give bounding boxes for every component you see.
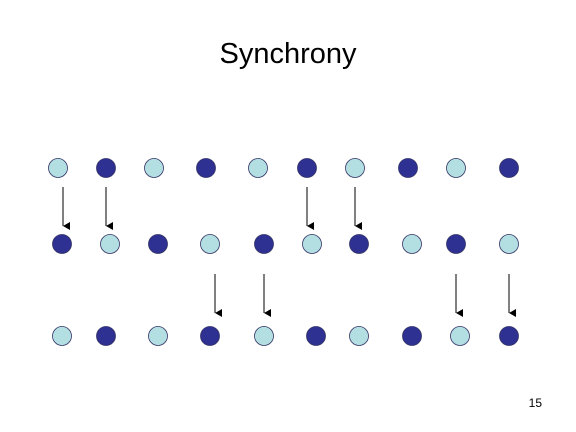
row-2-dark-circle-1 (52, 234, 72, 254)
row-2-light-circle-4 (200, 234, 220, 254)
row-3-light-circle-1 (52, 326, 72, 346)
row-2-dark-circle-7 (349, 234, 369, 254)
row-1-light-circle-3 (144, 158, 164, 178)
row-1-light-circle-7 (345, 158, 365, 178)
slide-title: Synchrony (219, 38, 357, 70)
row-2-dark-circle-5 (254, 234, 274, 254)
row-3-light-circle-5 (254, 326, 274, 346)
row-3-light-circle-7 (349, 326, 369, 346)
circle-layer (48, 158, 519, 346)
row-3-dark-circle-6 (306, 326, 326, 346)
arrow-layer (62, 187, 516, 317)
row-2-light-circle-8 (402, 234, 422, 254)
row-1-light-circle-5 (248, 158, 268, 178)
row-2-light-circle-6 (302, 234, 322, 254)
row-3-dark-circle-2 (96, 326, 116, 346)
row-1-dark-circle-6 (297, 158, 317, 178)
row-3-dark-circle-10 (499, 326, 519, 346)
row-1-dark-circle-4 (196, 158, 216, 178)
row-1-light-circle-9 (446, 158, 466, 178)
row-2-dark-circle-9 (446, 234, 466, 254)
row-2-light-circle-2 (100, 234, 120, 254)
row-2-light-circle-10 (499, 234, 519, 254)
row-2-dark-circle-3 (148, 234, 168, 254)
row-1-light-circle-1 (48, 158, 68, 178)
row-3-light-circle-3 (148, 326, 168, 346)
row-1-dark-circle-2 (96, 158, 116, 178)
page-number: 15 (528, 396, 542, 410)
row-3-light-circle-9 (450, 326, 470, 346)
row-3-dark-circle-4 (200, 326, 220, 346)
row-3-dark-circle-8 (402, 326, 422, 346)
row-1-dark-circle-8 (398, 158, 418, 178)
row-1-dark-circle-10 (499, 158, 519, 178)
